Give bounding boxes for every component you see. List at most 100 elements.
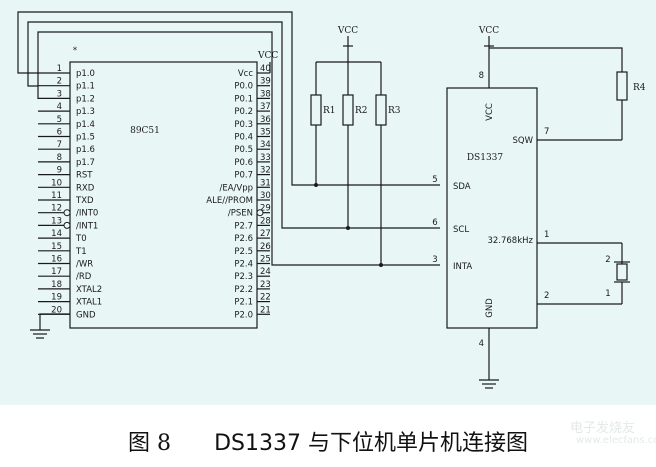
mcu-left-pin-label: p1.1 (76, 82, 95, 92)
mcu-left-pin-label: T1 (75, 247, 87, 257)
junction-dot (379, 263, 383, 267)
mcu-right-pin-label: P2.1 (234, 298, 253, 308)
mcu-right-pin-number: 36 (260, 115, 271, 125)
mcu-right-pin-number: 29 (260, 204, 271, 214)
mcu-left-pin-label: GND (76, 310, 96, 320)
mcu-right-pin-label: P0.0 (234, 82, 253, 92)
watermark-url: www.elecfans.com (576, 435, 656, 446)
figure-number: 图 8 (128, 431, 171, 456)
resistor-label: R2 (355, 106, 368, 116)
figure-title: DS1337 与下位机单片机连接图 (214, 431, 528, 456)
mcu-right-pin-number: 34 (260, 140, 271, 150)
mcu-left-pin-number: 20 (51, 305, 62, 315)
resistor-label: R1 (323, 106, 336, 116)
mcu-left-pin-label: p1.0 (76, 69, 95, 79)
rtc-x2-pin-number: 2 (544, 291, 549, 301)
mcu-left-pin-label: RXD (76, 183, 95, 193)
mcu-body (69, 61, 258, 329)
watermark-logo: 电子发烧友 www.elecfans.com (540, 417, 656, 457)
mcu-left-pin-label: /RD (76, 272, 92, 282)
mcu-left-pin-label: RST (76, 171, 93, 181)
mcu-right-pin-number: 37 (260, 102, 271, 112)
rtc-body (446, 87, 538, 329)
mcu-left-pin-number: 18 (51, 280, 62, 290)
mcu-right-pin-number: 24 (260, 267, 271, 277)
mcu-right-pin-label: P0.5 (234, 145, 253, 155)
mcu-left-pin-number: 11 (51, 191, 62, 201)
mcu-right-pin-label: P0.1 (234, 94, 253, 104)
mcu-left-pin-label: /INT0 (76, 209, 98, 219)
r4-body (616, 71, 628, 101)
mcu-right-pin-label: /PSEN (228, 209, 253, 219)
scl-wire (27, 21, 440, 229)
mcu-right-pin-number: 28 (260, 216, 271, 226)
mcu-left-pin-number: 10 (51, 178, 62, 188)
resistor-label: R3 (388, 106, 401, 116)
rtc-vcc-label: VCC (478, 26, 499, 36)
rtc-left-pin-label: SDA (453, 182, 471, 192)
mcu-right-pin-label: P2.4 (234, 260, 253, 270)
mcu-left-pin-number: 4 (57, 102, 62, 112)
mcu-right-pin-number: 22 (260, 293, 271, 303)
crystal-pin-top: 2 (605, 255, 610, 265)
mcu-right-pin-number: 31 (260, 178, 271, 188)
mcu-left-pin-number: 14 (51, 229, 62, 239)
rtc-x1-pin-number: 1 (544, 230, 549, 240)
junction-dot (314, 183, 318, 187)
mcu-right-pin-number: 35 (260, 128, 271, 138)
mcu-left-pin-number: 3 (57, 89, 62, 99)
rtc-sqw-pin-label: SQW (513, 136, 534, 146)
r4-label: R4 (633, 83, 646, 93)
mcu-left-pin-number: 2 (57, 77, 62, 87)
mcu-right-pin-label: P0.2 (234, 107, 253, 117)
mcu-right-pin-label: P0.4 (234, 133, 253, 143)
mcu-left-pin-number: 17 (51, 267, 62, 277)
inversion-bubble (63, 221, 71, 229)
mcu-right-pin-label: ALE//PROM (206, 196, 253, 206)
mcu-left-pin-label: T0 (75, 234, 87, 244)
rtc-left-pin-label: INTA (453, 262, 472, 272)
mcu-left-pin-label: p1.5 (76, 133, 95, 143)
mcu-right-pin-number: 21 (260, 305, 271, 315)
inta-wire (37, 31, 440, 266)
mcu-pin1-marker: * (73, 46, 77, 56)
mcu-left-pin-number: 16 (51, 255, 62, 265)
mcu-left-pin-number: 13 (51, 216, 62, 226)
rtc-x1-pin-label: 32.768kHz (487, 236, 533, 246)
junction-dot (346, 226, 350, 230)
mcu-left-pin-number: 6 (57, 128, 62, 138)
mcu-right-pin-label: P0.3 (234, 120, 253, 130)
crystal-pin-bottom: 1 (605, 289, 610, 299)
figure-caption: 图 8 DS1337 与下位机单片机连接图 (0, 425, 656, 461)
mcu-right-pin-number: 25 (260, 255, 271, 265)
mcu-right-pin-label: P2.6 (234, 234, 253, 244)
mcu-left-pin-number: 7 (57, 140, 62, 150)
rtc-gnd-pin-number: 4 (479, 339, 484, 349)
mcu-right-pin-label: P2.2 (234, 285, 253, 295)
mcu-left-pin-label: XTAL1 (76, 298, 102, 308)
mcu-right-pin-number: 26 (260, 242, 271, 252)
rtc-gnd-pin-label: GND (485, 298, 495, 318)
mcu-left-pin-label: XTAL2 (76, 285, 102, 295)
mcu-left-pin-label: p1.3 (76, 107, 95, 117)
mcu-right-pin-label: P2.5 (234, 247, 253, 257)
mcu-left-pin-label: /INT1 (76, 221, 98, 231)
mcu-left-pin-label: /WR (76, 260, 93, 270)
mcu-right-pin-label: P2.0 (234, 310, 253, 320)
mcu-right-pin-label: P2.3 (234, 272, 253, 282)
mcu-left-pin-number: 1 (57, 64, 62, 74)
mcu-gnd-wire (39, 313, 70, 330)
mcu-vcc-label: VCC (257, 51, 278, 61)
rtc-left-pin-number: 3 (432, 255, 437, 265)
rtc-left-pin-label: SCL (453, 225, 469, 235)
r4-to-vcc-wire (489, 47, 623, 72)
mcu-right-pin-number: 39 (260, 77, 271, 87)
crystal-body (616, 263, 628, 281)
mcu-right-pin-label: P2.7 (234, 221, 253, 231)
mcu-right-pin-number: 33 (260, 153, 271, 163)
mcu-right-pin-number: 32 (260, 166, 271, 176)
mcu-right-pin-number: 40 (260, 64, 271, 74)
rtc-left-pin-number: 6 (432, 218, 437, 228)
